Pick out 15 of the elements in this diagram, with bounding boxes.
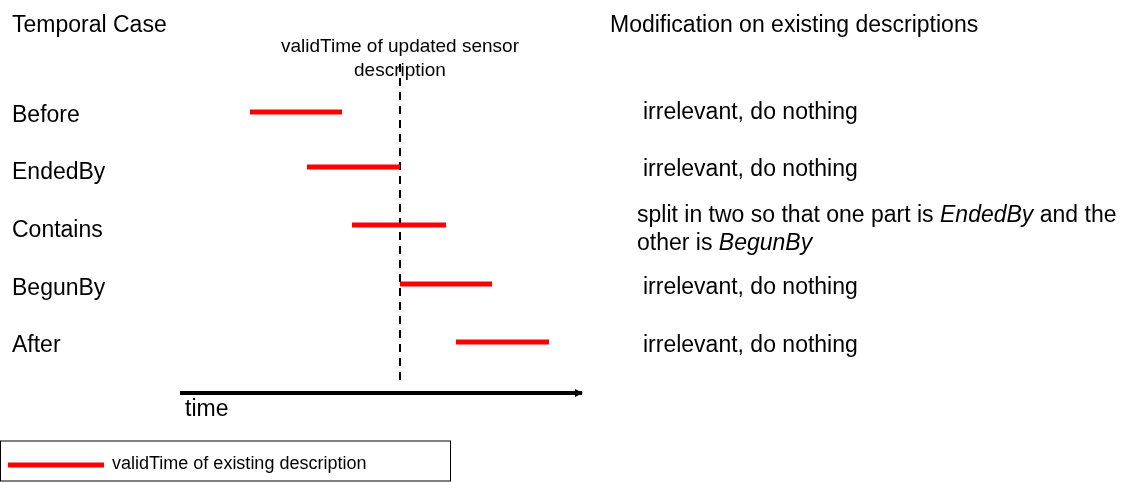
case-name: Before <box>12 100 80 128</box>
column-heading: Modification on existing descriptions <box>610 10 979 38</box>
case-name: After <box>12 330 61 358</box>
case-name: EndedBy <box>12 157 106 185</box>
axis-label: time <box>185 394 229 422</box>
action-text: irrelevant, do nothing <box>643 272 858 300</box>
line-caption: validTime of updated sensor description <box>280 34 520 82</box>
legend-text: validTime of existing description <box>112 452 367 475</box>
action-text: irrelevant, do nothing <box>643 97 858 125</box>
case-name: Contains <box>12 215 103 243</box>
action-text: split in two so that one part is EndedBy and the other is BegunBy <box>637 200 1118 256</box>
column-heading: Temporal Case <box>12 10 167 38</box>
case-name: BegunBy <box>12 273 106 301</box>
action-text: irrelevant, do nothing <box>643 154 858 182</box>
action-text: irrelevant, do nothing <box>643 330 858 358</box>
